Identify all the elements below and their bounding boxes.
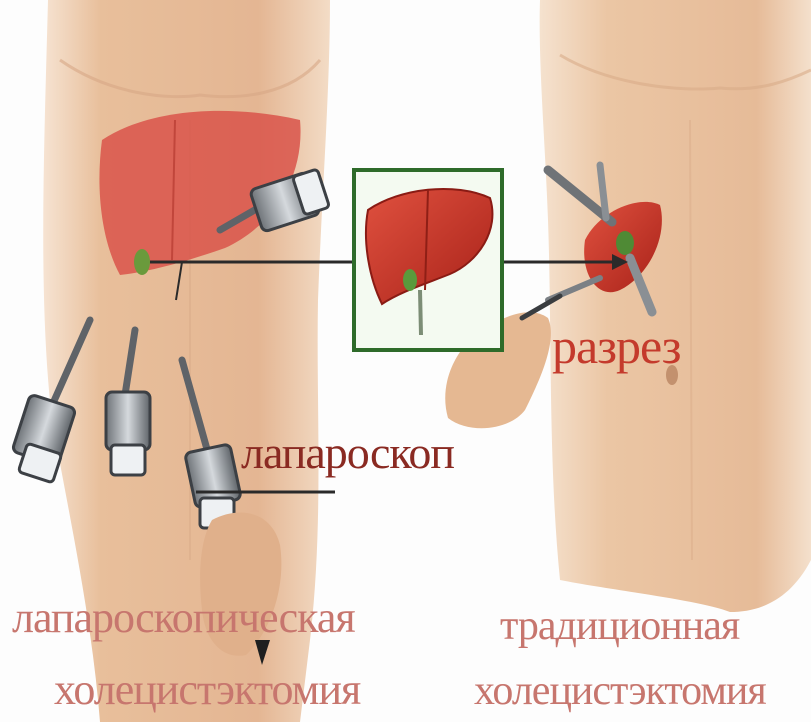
right-torso (540, 0, 811, 612)
liver-inset (354, 170, 502, 350)
caption-right-line2: холецистэктомия (474, 667, 766, 715)
caption-left-line1: лапароскопическая (12, 592, 355, 643)
caption-right-line1: традиционная (500, 602, 739, 650)
incision-label: разрез (552, 317, 681, 375)
laparoscope-label: лапароскоп (241, 426, 454, 479)
caption-left-line2: холецистэктомия (54, 664, 360, 715)
